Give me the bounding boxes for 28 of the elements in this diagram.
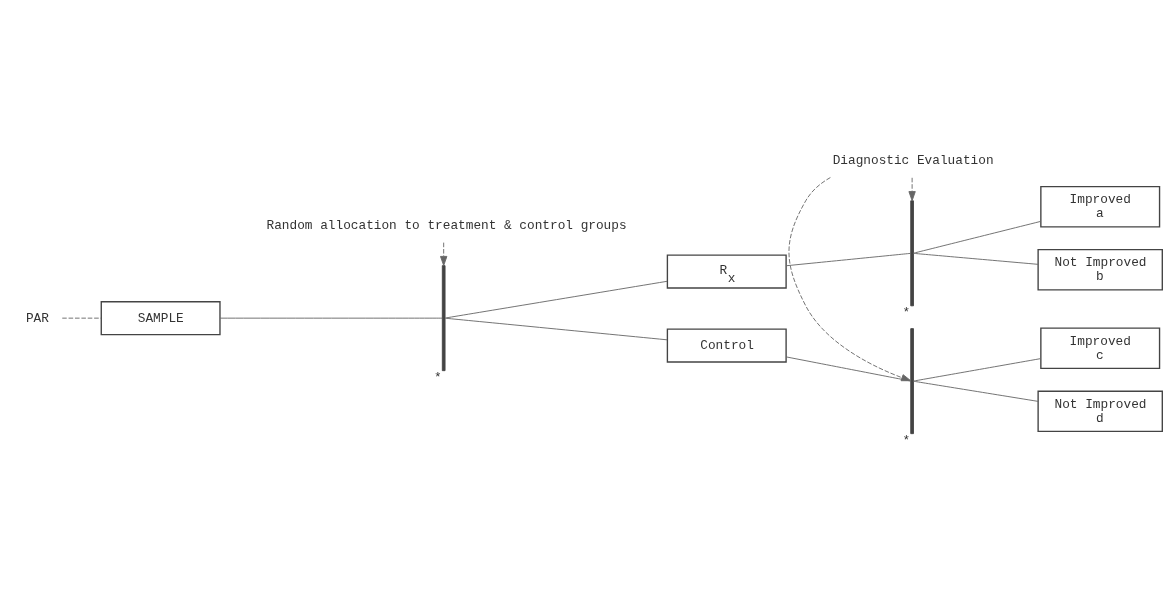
arrow [908,176,916,201]
node-label: * [902,432,911,448]
arrow [788,176,912,381]
connector [913,380,1039,402]
node-box: Control [666,327,787,363]
node-bar [441,264,446,371]
connector [913,252,1039,265]
node-text: Diagnostic Evaluation [832,152,994,168]
connector [61,317,102,319]
node-text: Random allocation to treatment & control groups [266,217,627,233]
connector [219,317,443,319]
node-bar [910,327,914,434]
node-text: PAR [25,310,49,326]
connector [913,220,1042,254]
node-box: SAMPLE [100,300,221,335]
connector [785,355,912,381]
connector [444,280,668,318]
node-label: * [902,304,911,320]
node-label: * [434,369,442,385]
node-bar [910,199,914,306]
connector [913,357,1042,381]
node-box: Improved a [1040,185,1161,227]
node-box: Not Improved b [1037,248,1163,291]
node-box: Not Improved d [1037,390,1163,432]
connector [785,252,912,266]
node-box: Improved c [1040,327,1161,369]
connector [444,317,668,340]
arrow [440,241,448,266]
